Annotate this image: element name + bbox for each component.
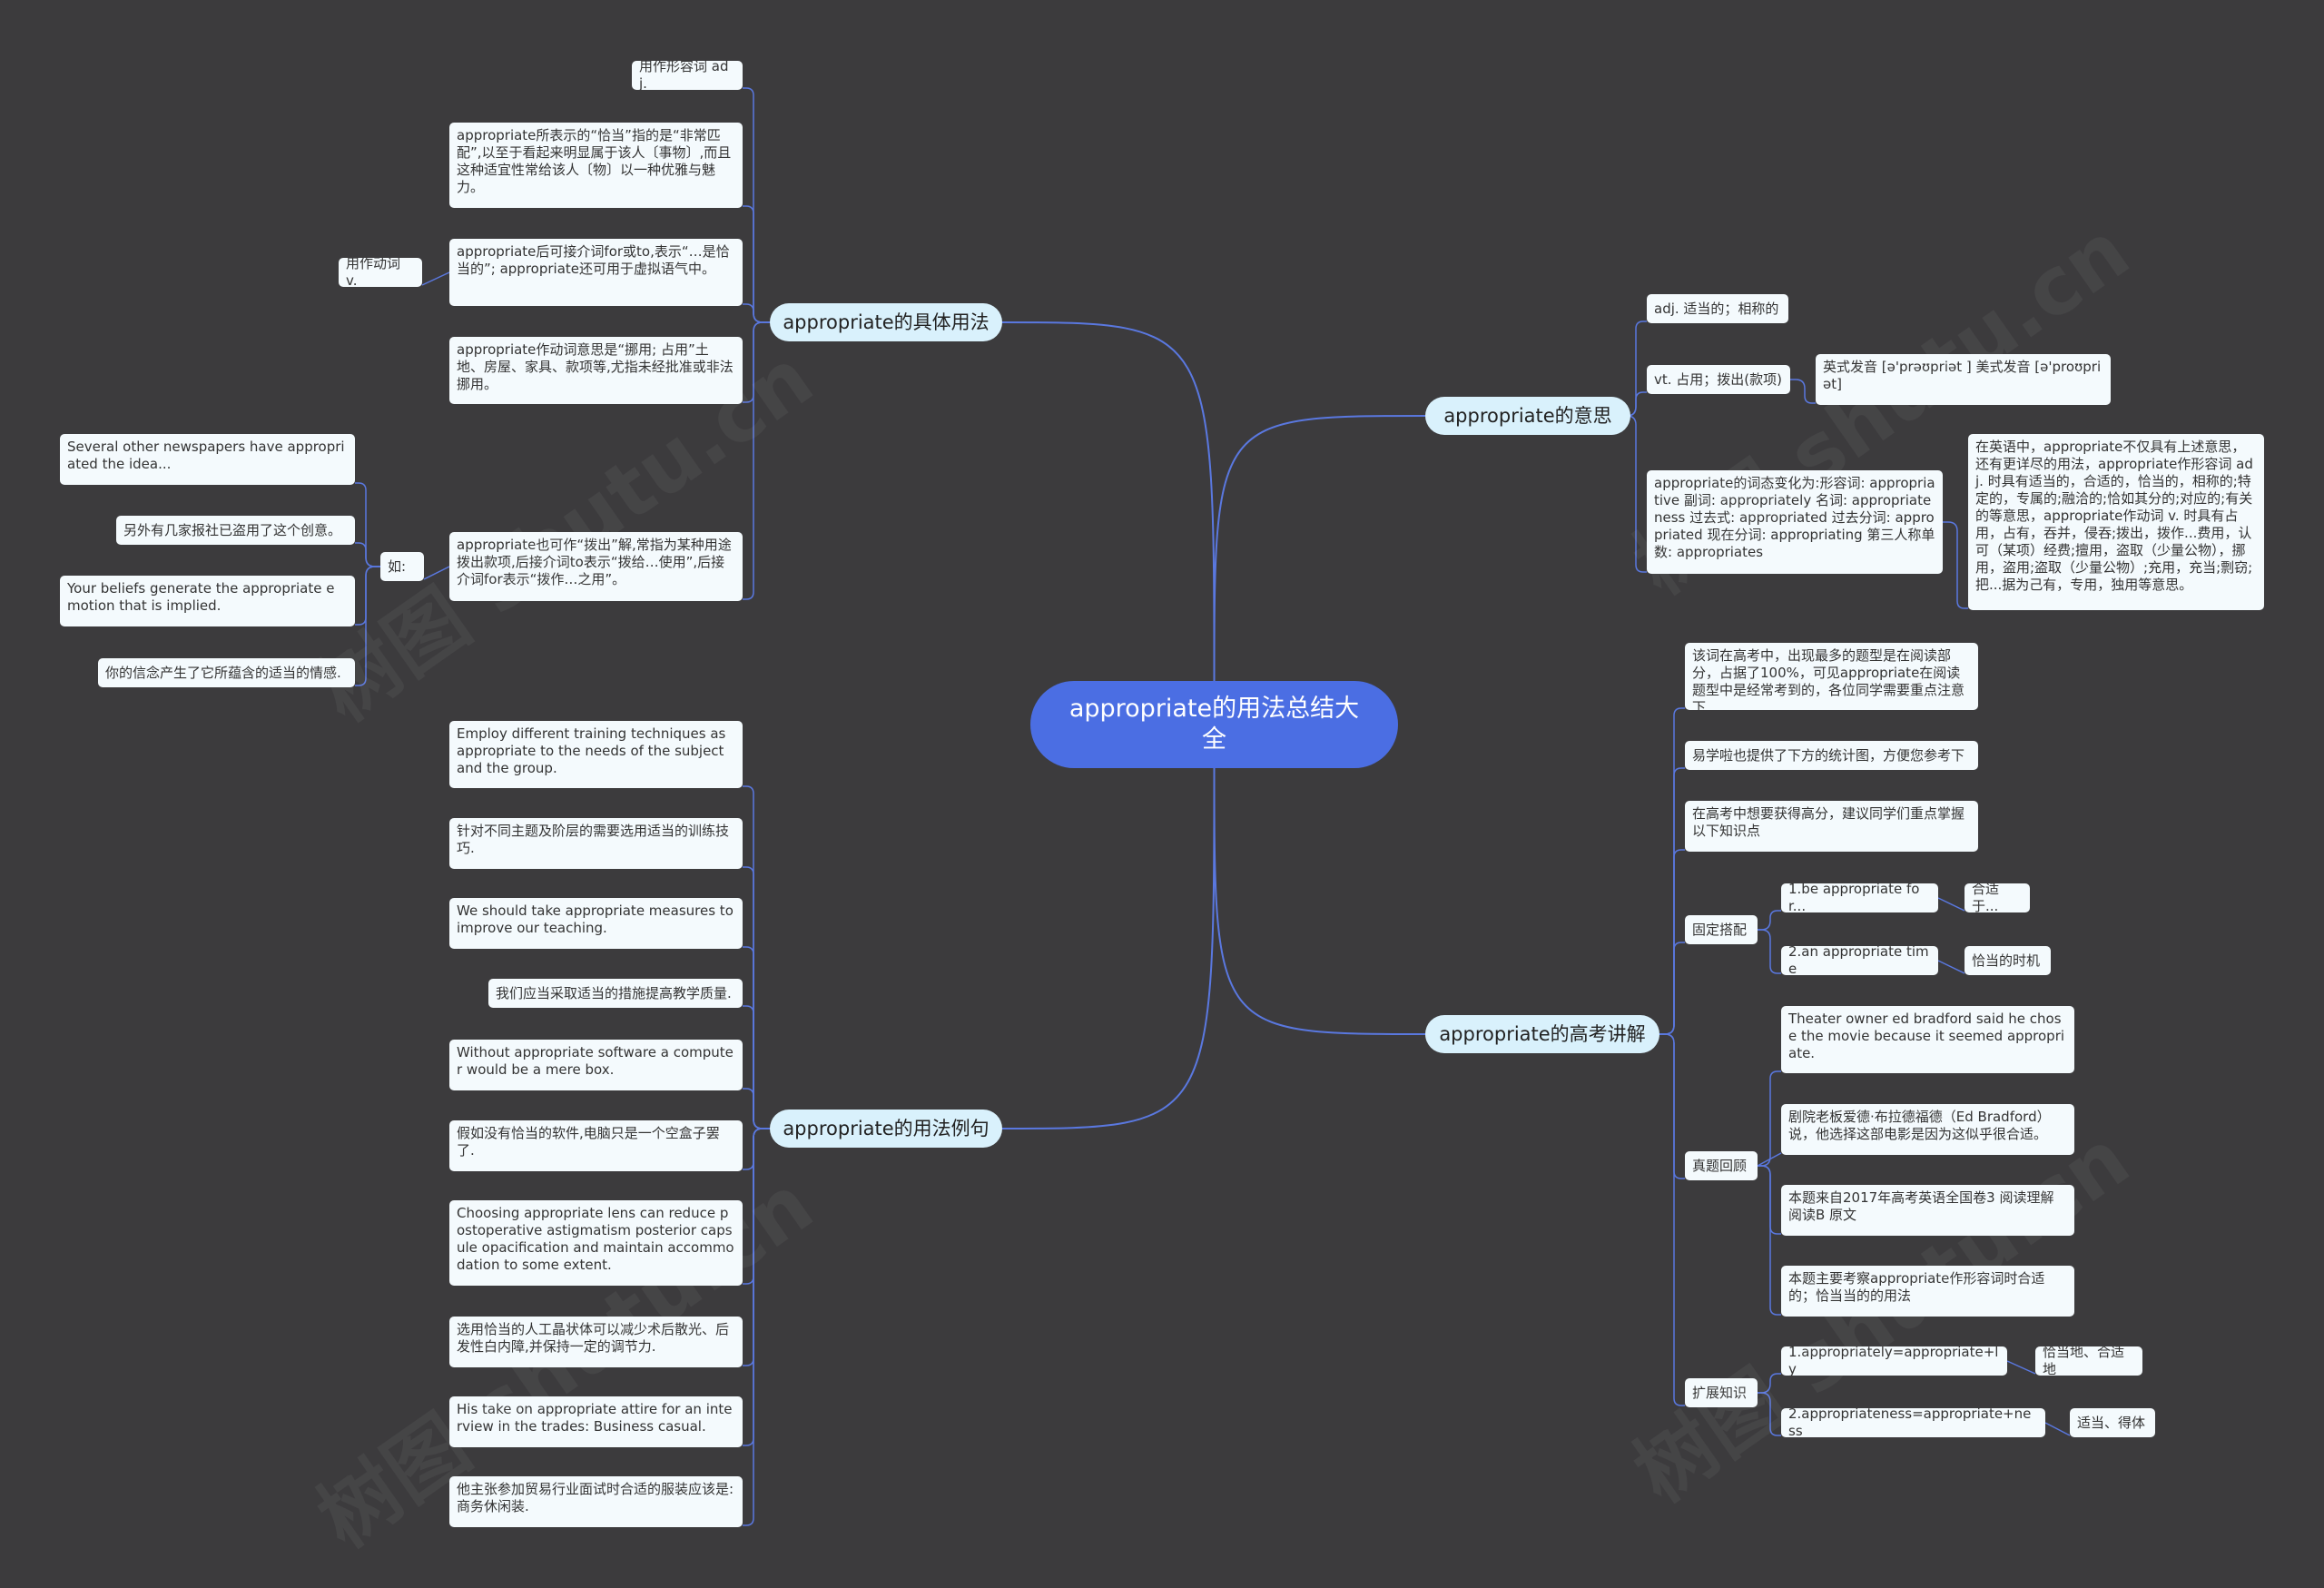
zhenti-4[interactable]: 本题主要考察appropriate作形容词时合适的；恰当当的的用法 bbox=[1781, 1266, 2074, 1317]
zhenti-1[interactable]: Theater owner ed bradford said he chose … bbox=[1781, 1006, 2074, 1073]
zhenti-3[interactable]: 本题来自2017年高考英语全国卷3 阅读理解 阅读B 原文 bbox=[1781, 1185, 2074, 1236]
ru-item-2[interactable]: 另外有几家报社已盗用了这个创意。 bbox=[116, 516, 355, 545]
connector-line bbox=[1937, 897, 1965, 912]
example-7[interactable]: Choosing appropriate lens can reduce pos… bbox=[449, 1200, 743, 1286]
gaokao-zhenti-label[interactable]: 真题回顾 bbox=[1685, 1151, 1758, 1180]
zhenti-2[interactable]: 剧院老板爱德·布拉德福德（Ed Bradford）说，他选择这部电影是因为这似乎… bbox=[1781, 1104, 2074, 1155]
meaning-detail[interactable]: 在英语中，appropriate不仅具有上述意思，还有更详尽的用法，approp… bbox=[1968, 434, 2264, 610]
connector-line bbox=[1758, 1165, 1781, 1316]
gaokao-intro-2[interactable]: 易学啦也提供了下方的统计图，方便您参考下 bbox=[1685, 741, 1978, 770]
gaokao-intro-3[interactable]: 在高考中想要获得高分，建议同学们重点掌握以下知识点 bbox=[1685, 801, 1978, 852]
example-1[interactable]: Employ different training techniques as … bbox=[449, 721, 743, 788]
ru-item-3[interactable]: Your beliefs generate the appropriate em… bbox=[60, 576, 355, 626]
usage-verb-desc[interactable]: appropriate作动词意思是“挪用; 占用”土地、房屋、家具、款项等,尤指… bbox=[449, 337, 743, 404]
connector-line bbox=[355, 566, 380, 686]
example-4[interactable]: 我们应当采取适当的措施提高教学质量. bbox=[488, 979, 743, 1008]
connector-line bbox=[2006, 1360, 2036, 1375]
meaning-adj[interactable]: adj. 适当的；相称的 bbox=[1647, 294, 1788, 323]
gaokao-kuozhan-label[interactable]: 扩展知识 bbox=[1685, 1378, 1758, 1407]
connector-line bbox=[1001, 758, 1216, 1129]
example-5[interactable]: Without appropriate software a computer … bbox=[449, 1040, 743, 1090]
meaning-pronunciation[interactable]: 英式发音 [ə'prəʊpriət ] 美式发音 [ə'proʊpriət] bbox=[1816, 354, 2111, 405]
connector-line bbox=[1758, 910, 1781, 931]
connector-line bbox=[743, 303, 770, 323]
gaokao-intro-1[interactable]: 该词在高考中，出现最多的题型是在阅读部分，占据了100%，可见appropria… bbox=[1685, 643, 1978, 710]
ru-item-4[interactable]: 你的信念产生了它所蕴含的适当的情感. bbox=[98, 658, 355, 687]
example-2[interactable]: 针对不同主题及阶层的需要选用适当的训练技巧. bbox=[449, 818, 743, 869]
connector-line bbox=[1659, 1033, 1685, 1406]
connector-line bbox=[743, 1088, 770, 1129]
usage-adj-label[interactable]: 用作形容词 adj. bbox=[632, 61, 743, 90]
kuozhan-phrase-1[interactable]: 1.appropriately=appropriate+ly bbox=[1781, 1346, 2007, 1376]
kuozhan-meaning-1[interactable]: 恰当地、合适地 bbox=[2035, 1346, 2142, 1376]
connector-line bbox=[355, 542, 380, 567]
example-9[interactable]: His take on appropriate attire for an in… bbox=[449, 1396, 743, 1447]
example-3[interactable]: We should take appropriate measures to i… bbox=[449, 898, 743, 949]
branch-meaning[interactable]: appropriate的意思 bbox=[1425, 397, 1630, 435]
connector-line bbox=[423, 566, 450, 580]
connector-line bbox=[1626, 391, 1647, 417]
connector-line bbox=[1213, 758, 1426, 1035]
kuozhan-meaning-2[interactable]: 适当、得体 bbox=[2070, 1408, 2155, 1437]
usage-verb-label[interactable]: 用作动词 v. bbox=[339, 258, 422, 287]
ru-item-1[interactable]: Several other newspapers have appropriat… bbox=[60, 434, 355, 485]
example-10[interactable]: 他主张参加贸易行业面试时合适的服装应该是: 商务休闲装. bbox=[449, 1476, 743, 1527]
usage-bochu-desc[interactable]: appropriate也可作“拨出”解,常指为某种用途拨出款项,后接介词to表示… bbox=[449, 532, 743, 601]
branch-usage[interactable]: appropriate的具体用法 bbox=[770, 303, 1002, 341]
connector-line bbox=[1943, 521, 1968, 609]
connector-line bbox=[1758, 929, 1781, 974]
guding-meaning-1[interactable]: 合适于... bbox=[1965, 883, 2030, 912]
connector-line bbox=[1758, 1373, 1781, 1394]
connector-line bbox=[2044, 1422, 2071, 1436]
example-8[interactable]: 选用恰当的人工晶状体可以减少术后散光、后发性白内障,并保持一定的调节力. bbox=[449, 1317, 743, 1367]
connector-line bbox=[1757, 1152, 1782, 1167]
meaning-forms[interactable]: appropriate的词态变化为:形容词: appropriative 副词:… bbox=[1647, 470, 1943, 574]
guding-phrase-2[interactable]: 2.an appropriate time bbox=[1781, 946, 1938, 975]
gaokao-guding-label[interactable]: 固定搭配 bbox=[1685, 915, 1758, 944]
connector-line bbox=[421, 271, 450, 286]
connector-line bbox=[743, 321, 770, 600]
connector-line bbox=[1626, 415, 1647, 573]
connector-line bbox=[1758, 1392, 1781, 1436]
connector-line bbox=[1790, 379, 1816, 404]
connector-line bbox=[1659, 942, 1685, 1035]
connector-line bbox=[1758, 1070, 1781, 1167]
example-6[interactable]: 假如没有恰当的软件,电脑只是一个空盒子罢了. bbox=[449, 1120, 743, 1171]
branch-examples[interactable]: appropriate的用法例句 bbox=[770, 1110, 1002, 1148]
usage-ru-label[interactable]: 如: bbox=[380, 552, 424, 581]
connector-line bbox=[1001, 321, 1216, 691]
central-topic[interactable]: appropriate的用法总结大全 bbox=[1030, 681, 1398, 768]
kuozhan-phrase-2[interactable]: 2.appropriateness=appropriate+ness bbox=[1781, 1408, 2045, 1437]
usage-prep-desc[interactable]: appropriate后可接介词for或to,表示“…是恰当的”; approp… bbox=[449, 239, 743, 306]
meaning-vt[interactable]: vt. 占用；拨出(款项) bbox=[1647, 365, 1790, 394]
connector-line bbox=[1937, 960, 1965, 974]
usage-adj-desc[interactable]: appropriate所表示的“恰当”指的是“非常匹配”,以至于看起来明显属于该… bbox=[449, 123, 743, 208]
guding-phrase-1[interactable]: 1.be appropriate for... bbox=[1781, 883, 1938, 912]
guding-meaning-2[interactable]: 恰当的时机 bbox=[1965, 946, 2051, 975]
connector-line bbox=[1213, 415, 1426, 691]
branch-gaokao[interactable]: appropriate的高考讲解 bbox=[1425, 1015, 1659, 1053]
connector-line bbox=[743, 1128, 770, 1526]
